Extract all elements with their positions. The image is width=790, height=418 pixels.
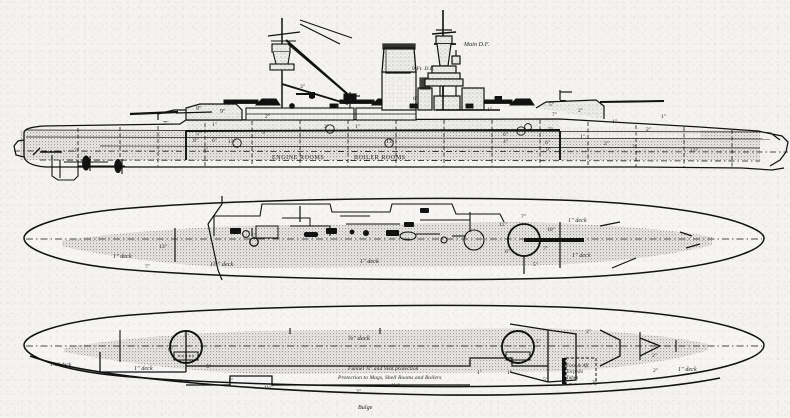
lower-deck-barbette-inner [173,351,531,361]
upper-deck-armour-tone [62,222,712,268]
deck-fittings-profile [289,103,474,109]
lower-deck-torpedo-tube-box [565,357,597,385]
lower-deck-armour-tone [64,328,708,374]
tripod-mast-and-fire-control [424,10,464,110]
funnels [381,43,417,73]
upper-deck-fittings [230,208,429,237]
view-lower-deck-plan [23,304,765,396]
torpedo-tube-bulkhead [562,358,566,384]
stern-propulsion [32,147,125,181]
profile-dashed-waterline [13,150,789,162]
after-superstructure [129,103,243,121]
upper-deck-fittings-outline [242,215,370,239]
lower-deck-partitions [119,328,677,362]
upper-deck-thickness-boundaries [174,196,701,281]
amidships-deckhouse [245,107,417,121]
view-upper-deck-plan [23,196,765,281]
forecastle-detail [535,90,665,119]
bulge-outline [29,355,721,396]
profile-frame-markers [232,123,532,148]
profile-bulkheads [77,120,733,167]
upper-deck-barbettes [249,223,584,274]
lower-deck-protection-boxes [99,323,662,386]
hull-outline [13,118,789,171]
upper-deck-turret-detail [399,229,485,251]
lower-deck-barbettes [169,330,535,364]
view-side-elevation [13,10,789,181]
profile-belt-edges [185,129,561,160]
